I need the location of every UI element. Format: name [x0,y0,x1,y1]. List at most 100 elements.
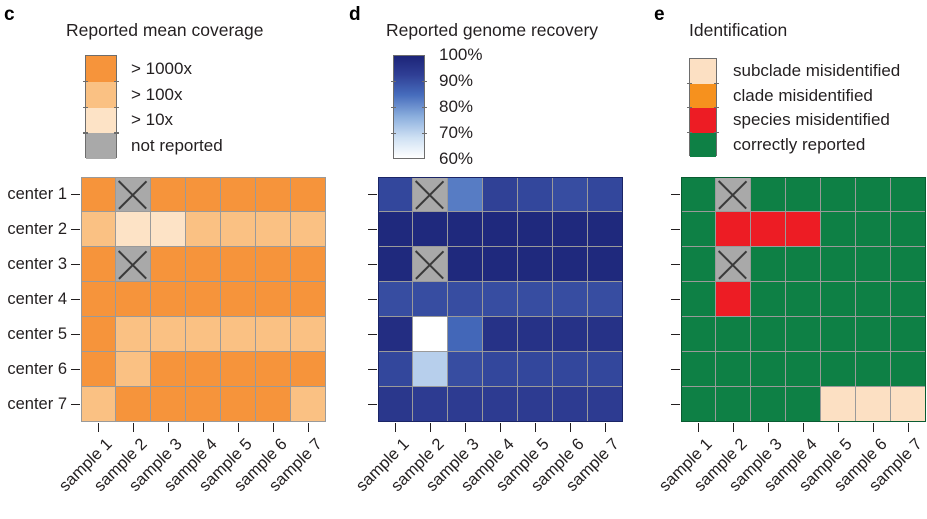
heatmap-cell[interactable] [553,387,587,422]
heatmap-cell[interactable] [891,247,926,281]
heatmap-cell[interactable] [716,352,750,386]
heatmap-cell[interactable] [413,352,447,386]
heatmap-cell[interactable] [448,387,482,422]
heatmap-cell[interactable] [681,282,715,316]
heatmap-cell[interactable] [891,387,926,422]
heatmap-cell[interactable] [256,317,290,351]
heatmap-cell[interactable] [588,212,623,246]
heatmap-cell[interactable] [786,352,820,386]
heatmap-cell[interactable] [681,317,715,351]
heatmap-cell[interactable] [751,282,785,316]
heatmap-cell[interactable] [856,352,890,386]
heatmap-cell[interactable] [821,212,855,246]
heatmap-cell[interactable] [891,177,926,211]
heatmap-cell[interactable] [291,177,326,211]
heatmap-cell[interactable] [448,177,482,211]
heatmap-cell[interactable] [716,212,750,246]
heatmap-cell[interactable] [116,247,150,281]
heatmap-cell[interactable] [681,247,715,281]
heatmap-cell[interactable] [81,177,115,211]
heatmap-cell[interactable] [681,387,715,422]
heatmap-cell[interactable] [151,247,185,281]
heatmap-cell[interactable] [378,317,412,351]
heatmap-cell[interactable] [518,212,552,246]
heatmap-cell[interactable] [518,247,552,281]
heatmap-cell[interactable] [291,387,326,422]
heatmap-cell[interactable] [221,177,255,211]
heatmap-cell[interactable] [256,387,290,422]
heatmap-cell[interactable] [448,352,482,386]
heatmap-cell[interactable] [553,352,587,386]
heatmap-cell[interactable] [518,352,552,386]
heatmap-cell[interactable] [186,212,220,246]
heatmap-cell[interactable] [378,352,412,386]
heatmap-cell[interactable] [856,387,890,422]
heatmap-cell[interactable] [716,387,750,422]
heatmap-cell[interactable] [751,352,785,386]
heatmap-cell[interactable] [221,352,255,386]
heatmap-cell[interactable] [821,387,855,422]
heatmap-cell[interactable] [553,317,587,351]
heatmap-cell[interactable] [821,282,855,316]
heatmap-cell[interactable] [413,387,447,422]
heatmap-cell[interactable] [891,212,926,246]
heatmap-cell[interactable] [483,387,517,422]
heatmap-cell[interactable] [588,387,623,422]
heatmap-cell[interactable] [483,317,517,351]
heatmap-cell[interactable] [81,247,115,281]
heatmap-cell[interactable] [588,317,623,351]
heatmap-cell[interactable] [716,177,750,211]
heatmap-cell[interactable] [378,247,412,281]
heatmap-cell[interactable] [553,247,587,281]
heatmap-cell[interactable] [518,387,552,422]
heatmap-cell[interactable] [413,282,447,316]
heatmap-cell[interactable] [378,212,412,246]
heatmap-cell[interactable] [151,212,185,246]
heatmap-cell[interactable] [891,352,926,386]
heatmap-cell[interactable] [588,247,623,281]
heatmap-cell[interactable] [448,212,482,246]
heatmap-cell[interactable] [221,247,255,281]
heatmap-cell[interactable] [378,177,412,211]
heatmap-cell[interactable] [786,317,820,351]
heatmap-cell[interactable] [483,247,517,281]
heatmap-cell[interactable] [716,317,750,351]
heatmap-cell[interactable] [821,177,855,211]
heatmap-cell[interactable] [413,177,447,211]
heatmap-cell[interactable] [821,317,855,351]
heatmap-cell[interactable] [681,212,715,246]
heatmap-cell[interactable] [483,282,517,316]
heatmap-cell[interactable] [151,177,185,211]
heatmap-cell[interactable] [81,387,115,422]
heatmap-cell[interactable] [716,282,750,316]
heatmap-cell[interactable] [291,317,326,351]
heatmap-cell[interactable] [681,352,715,386]
heatmap-cell[interactable] [81,282,115,316]
heatmap-cell[interactable] [821,352,855,386]
heatmap-cell[interactable] [116,212,150,246]
heatmap-cell[interactable] [716,247,750,281]
heatmap-cell[interactable] [856,212,890,246]
heatmap-cell[interactable] [786,247,820,281]
heatmap-cell[interactable] [786,282,820,316]
heatmap-cell[interactable] [891,282,926,316]
heatmap-cell[interactable] [483,352,517,386]
heatmap-cell[interactable] [116,177,150,211]
heatmap-cell[interactable] [151,317,185,351]
heatmap-cell[interactable] [256,212,290,246]
heatmap-cell[interactable] [786,387,820,422]
heatmap-cell[interactable] [681,177,715,211]
heatmap-cell[interactable] [518,282,552,316]
heatmap-cell[interactable] [483,212,517,246]
heatmap-cell[interactable] [856,177,890,211]
heatmap-cell[interactable] [151,352,185,386]
heatmap-cell[interactable] [891,317,926,351]
heatmap-cell[interactable] [256,177,290,211]
heatmap-cell[interactable] [856,282,890,316]
heatmap-cell[interactable] [151,282,185,316]
heatmap-cell[interactable] [116,317,150,351]
heatmap-cell[interactable] [291,282,326,316]
heatmap-cell[interactable] [483,177,517,211]
heatmap-cell[interactable] [448,247,482,281]
heatmap-cell[interactable] [856,247,890,281]
